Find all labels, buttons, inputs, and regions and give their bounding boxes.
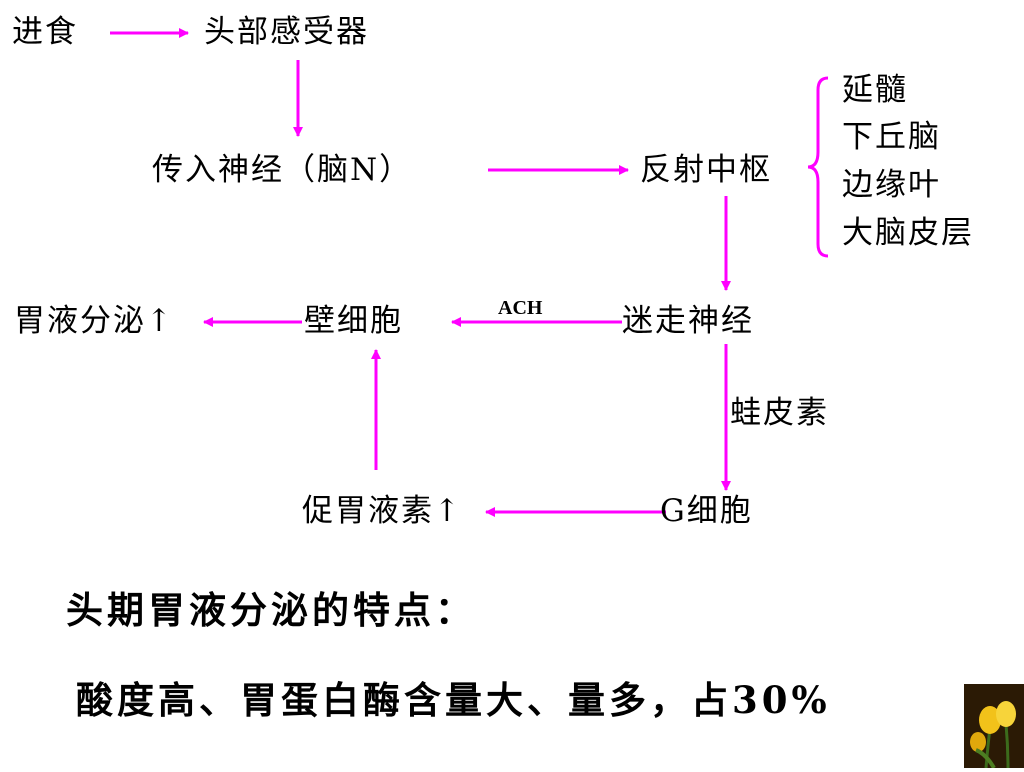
- node-gastric-secretion: 胃液分泌↑: [14, 303, 174, 339]
- center-item-medulla: 延髓: [842, 72, 908, 108]
- node-eating: 进食: [12, 14, 78, 50]
- node-reflex-center: 反射中枢: [640, 152, 772, 188]
- tulip-image: [964, 684, 1024, 770]
- label-ach: ACH: [498, 297, 543, 319]
- center-item-cortex: 大脑皮层: [842, 215, 974, 251]
- center-brace: [807, 76, 829, 258]
- node-afferent-nerve: 传入神经（脑N）: [152, 152, 413, 188]
- center-item-hypothalamus: 下丘脑: [842, 119, 941, 155]
- summary-title: 头期胃液分泌的特点：: [66, 588, 476, 632]
- node-g-cell: G细胞: [660, 493, 753, 529]
- node-parietal-cell: 壁细胞: [304, 303, 403, 339]
- node-gastrin: 促胃液素↑: [302, 493, 462, 529]
- summary-detail: 酸度高、胃蛋白酶含量大、量多，占30%: [76, 678, 831, 722]
- center-item-limbic-lobe: 边缘叶: [842, 167, 941, 203]
- node-vagus-nerve: 迷走神经: [622, 303, 754, 339]
- label-bombesin: 蛙皮素: [730, 395, 829, 431]
- node-head-receptor: 头部感受器: [204, 14, 369, 50]
